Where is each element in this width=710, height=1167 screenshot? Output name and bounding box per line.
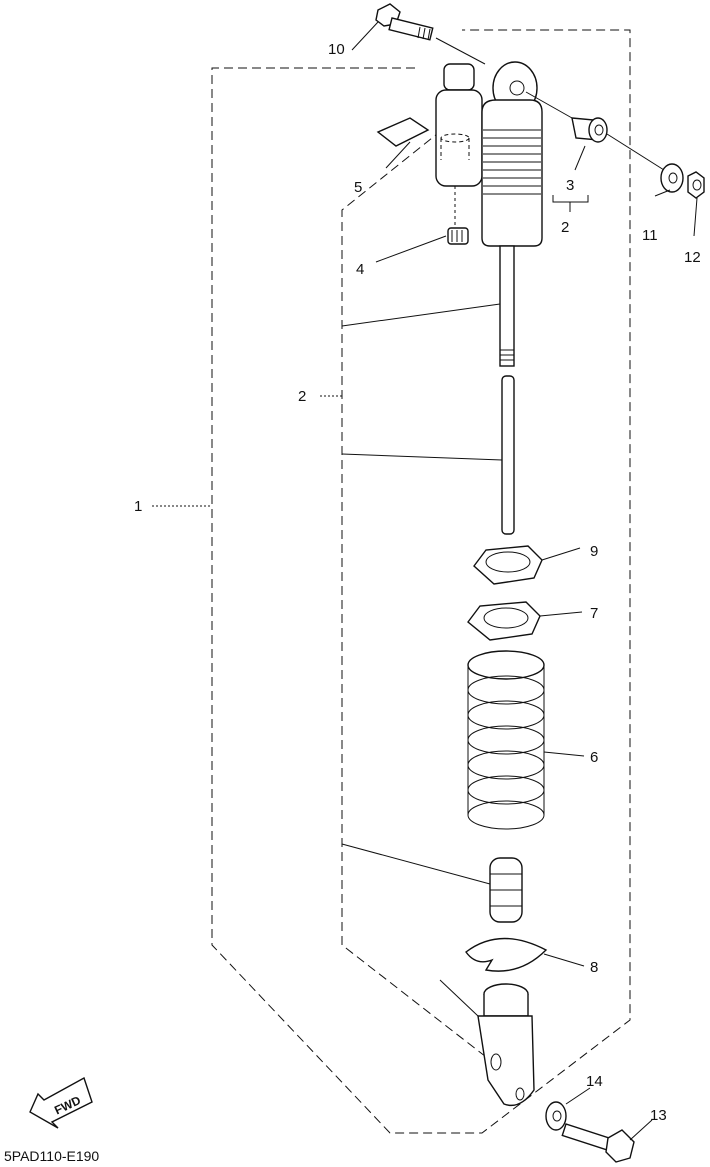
reservoir-tank <box>435 63 483 228</box>
label-13: 13 <box>650 1107 667 1124</box>
label-3: 3 <box>566 177 574 194</box>
label-2: 2 <box>298 388 306 405</box>
label-8: 8 <box>590 959 598 976</box>
label-12: 12 <box>684 249 701 266</box>
washer-14 <box>545 1101 567 1131</box>
shock-body <box>481 61 543 367</box>
label-10: 10 <box>328 41 345 58</box>
label-11: 11 <box>642 227 658 244</box>
label-plate-5 <box>376 117 430 147</box>
fwd-arrow-icon: FWD <box>29 1076 93 1129</box>
spring-6 <box>467 650 545 830</box>
valve-cap-4 <box>447 227 469 245</box>
bolt-10 <box>375 3 434 41</box>
assembly-2-outline <box>341 129 491 1061</box>
nut-12 <box>687 171 705 199</box>
label-4: 4 <box>356 261 364 278</box>
assembly-1-outline <box>211 29 631 1134</box>
bump-rubber <box>489 857 523 923</box>
bolt-13 <box>561 1123 635 1163</box>
label-9: 9 <box>590 543 598 560</box>
rod <box>501 375 515 535</box>
label-2b: 2 <box>561 219 569 236</box>
washer-11 <box>660 163 684 193</box>
label-7: 7 <box>590 605 598 622</box>
label-5: 5 <box>354 179 362 196</box>
diagram-code: 5PAD110-E190 <box>4 1148 99 1164</box>
label-6: 6 <box>590 749 598 766</box>
label-1: 1 <box>134 498 142 515</box>
collar-3 <box>571 117 608 143</box>
locknut-9 <box>473 545 543 585</box>
lower-mount <box>477 983 535 1107</box>
spring-guide-8 <box>465 937 548 972</box>
label-14: 14 <box>586 1073 603 1090</box>
adjuster-7 <box>467 601 541 641</box>
